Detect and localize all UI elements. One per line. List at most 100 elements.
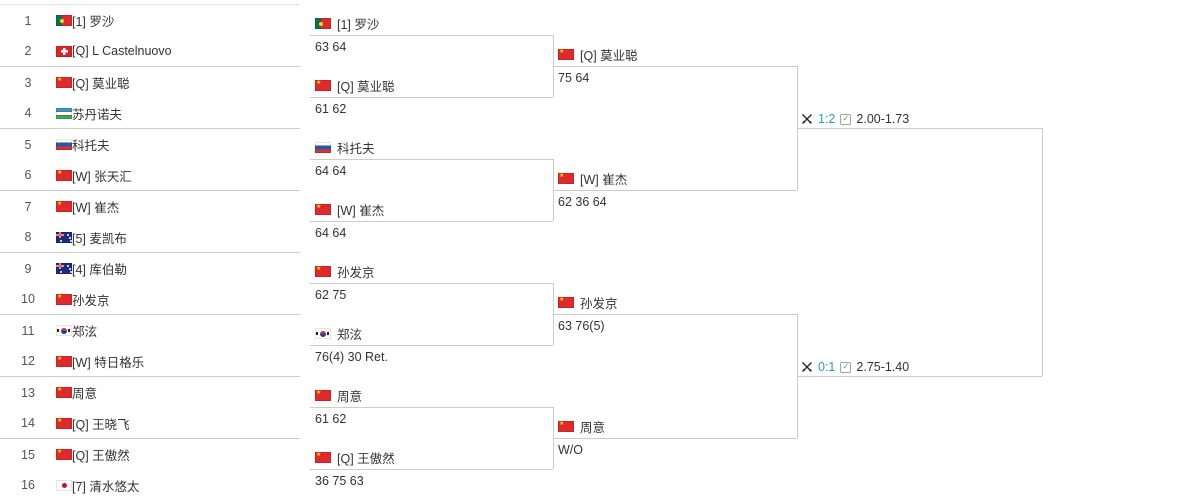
player-row[interactable]: 2 [Q] L Castelnuovo	[0, 36, 300, 67]
row-number: 3	[24, 75, 32, 90]
flag-icon	[56, 325, 72, 336]
player-row[interactable]: 11 郑泫	[0, 315, 300, 346]
player-row[interactable]: 14 [Q] 王晓飞	[0, 408, 300, 439]
player-name: 周意	[72, 387, 98, 401]
checkbox-icon[interactable]	[840, 361, 852, 373]
flag-icon	[56, 45, 72, 57]
bracket-connector	[553, 159, 554, 221]
flag-icon	[315, 390, 331, 401]
flag-icon	[315, 266, 331, 277]
player-row[interactable]: 10 孙发京	[0, 284, 300, 315]
bracket-connector	[797, 66, 798, 190]
bracket-slot: [Q] 莫业聪 75 64	[553, 49, 797, 85]
flag-icon	[315, 452, 331, 463]
player-row[interactable]: 1 [1] 罗沙	[0, 5, 300, 36]
live-match-info[interactable]: 0:1 2.75-1.40	[801, 360, 909, 374]
bracket-player[interactable]: 科托夫	[315, 138, 375, 157]
player-name: [W] 崔杰	[337, 204, 385, 218]
bracket-slot: 孙发京 63 76(5)	[553, 297, 797, 333]
checkbox-icon[interactable]	[840, 113, 852, 125]
player-name: [Q] 王傲然	[337, 452, 395, 466]
player-row[interactable]: 8 [5] 麦凯布	[0, 222, 300, 253]
player-name: 科托夫	[337, 142, 375, 156]
bracket-player[interactable]: 周意	[558, 417, 605, 436]
row-number: 6	[24, 168, 32, 182]
flag-icon	[56, 263, 72, 274]
live-score: 1:2	[818, 112, 836, 126]
flag-icon	[315, 142, 331, 153]
flag-icon	[56, 231, 72, 243]
match-score: 63 64	[315, 40, 347, 54]
row-number: 12	[21, 354, 35, 368]
player-name: 郑泫	[72, 325, 98, 339]
player-name: 苏丹诺夫	[72, 107, 123, 122]
player-row[interactable]: 4 苏丹诺夫	[0, 98, 300, 129]
bracket-player[interactable]: 郑泫	[315, 324, 362, 343]
bracket-slot: 周意 W/O	[553, 421, 797, 457]
player-row[interactable]: 16 [7] 清水悠太	[0, 470, 300, 500]
bracket-slot: 周意 61 62	[310, 390, 553, 426]
bracket-slot: 0:1 2.75-1.40	[797, 360, 1042, 377]
player-name: 孙发京	[337, 266, 375, 280]
player-name: [Q] 王晓飞	[72, 417, 130, 432]
match-score: 64 64	[315, 226, 347, 240]
player-row[interactable]: 7 [W] 崔杰	[0, 191, 300, 222]
player-name: [5] 麦凯布	[72, 231, 127, 246]
bracket-connector	[553, 407, 554, 469]
bracket-player[interactable]: [W] 崔杰	[558, 169, 627, 188]
odds: 2.75-1.40	[856, 360, 910, 374]
player-row[interactable]: 5 科托夫	[0, 129, 300, 160]
match-score: 75 64	[558, 71, 590, 85]
player-row[interactable]: 3 [Q] 莫业聪	[0, 67, 300, 98]
bracket-connector	[797, 314, 798, 438]
player-name: [1] 罗沙	[72, 15, 115, 29]
bracket-player[interactable]: 孙发京	[315, 262, 375, 281]
player-name: [W] 崔杰	[72, 201, 120, 215]
player-row[interactable]: 6 [W] 张天汇	[0, 160, 300, 191]
flag-icon	[56, 77, 72, 88]
live-score: 0:1	[818, 360, 836, 374]
player-name: [Q] 莫业聪	[72, 77, 130, 91]
match-score: 61 62	[315, 102, 347, 116]
flag-icon	[315, 18, 331, 29]
player-name: [Q] L Castelnuovo	[72, 44, 172, 58]
match-score: 61 62	[315, 412, 347, 426]
bracket-player[interactable]: [W] 崔杰	[315, 200, 384, 219]
bracket-player[interactable]: 孙发京	[558, 293, 618, 312]
player-row[interactable]: 9 [4] 库伯勒	[0, 253, 300, 284]
player-name: 孙发京	[72, 293, 110, 308]
player-name: 周意	[337, 390, 363, 404]
bracket-slot: [W] 崔杰 62 36 64	[553, 173, 797, 209]
bracket-connector	[1042, 128, 1043, 376]
player-name: [W] 崔杰	[580, 173, 628, 187]
bracket-player[interactable]: [Q] 莫业聪	[315, 76, 395, 95]
bracket-player[interactable]: [1] 罗沙	[315, 14, 379, 33]
row-number: 13	[21, 385, 35, 400]
player-name: [Q] 莫业聪	[580, 49, 638, 63]
bracket-slot: 科托夫 64 64	[310, 142, 553, 178]
player-row[interactable]: 15 [Q] 王傲然	[0, 439, 300, 470]
match-score: 76(4) 30 Ret.	[315, 350, 388, 364]
bracket-player[interactable]: [Q] 王傲然	[315, 448, 395, 467]
player-name: [W] 张天汇	[72, 169, 132, 184]
bracket-player[interactable]: [Q] 莫业聪	[558, 45, 638, 64]
bracket-connector	[553, 283, 554, 345]
player-name: 孙发京	[580, 297, 618, 311]
row-number: 5	[24, 137, 32, 152]
player-name: 周意	[580, 421, 606, 435]
row-number: 9	[24, 261, 32, 276]
draw-list: 1 [1] 罗沙 2 [Q] L Castelnuovo 3 [Q] 莫业聪 4…	[0, 4, 300, 500]
flag-icon	[56, 107, 72, 119]
bracket-slot: 1:2 2.00-1.73	[797, 112, 1042, 129]
player-row[interactable]: 13 周意	[0, 377, 300, 408]
player-row[interactable]: 12 [W] 特日格乐	[0, 346, 300, 377]
flag-icon	[56, 449, 72, 460]
flag-icon	[56, 355, 72, 367]
live-match-info[interactable]: 1:2 2.00-1.73	[801, 112, 909, 126]
player-name: [Q] 莫业聪	[337, 80, 395, 94]
bracket-slot: 孙发京 62 75	[310, 266, 553, 302]
match-score: 36 75 63	[315, 474, 364, 488]
player-name: 郑泫	[337, 328, 363, 342]
bracket-player[interactable]: 周意	[315, 386, 362, 405]
player-name: [1] 罗沙	[337, 18, 380, 32]
